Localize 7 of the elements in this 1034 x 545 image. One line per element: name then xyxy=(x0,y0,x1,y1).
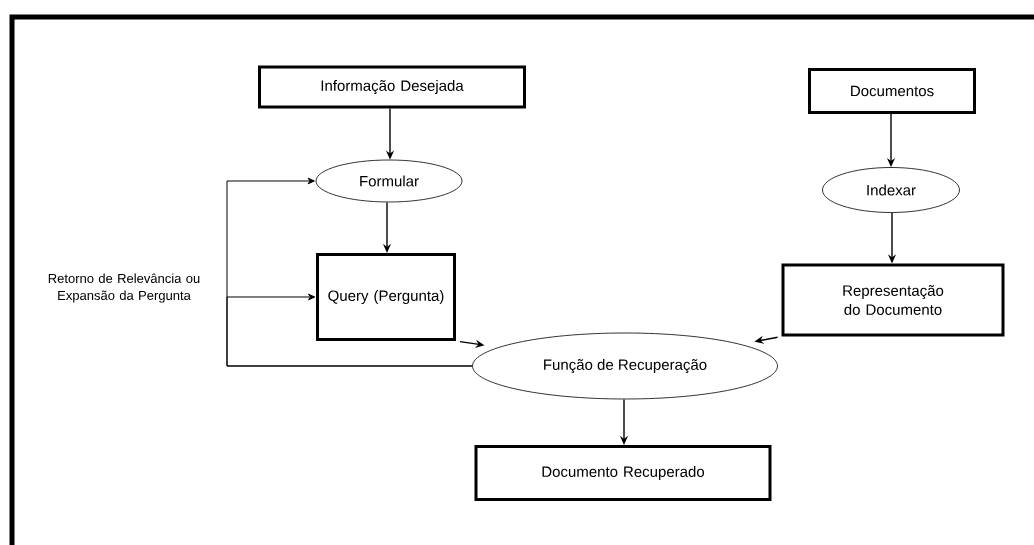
process-box: Documentos xyxy=(808,68,976,114)
process-box: Informação Desejada xyxy=(258,65,526,109)
process-box: Query (Pergunta) xyxy=(316,253,456,341)
process-box: Representação do Documento xyxy=(781,263,1005,337)
feedback-label: Retorno de Relevância ou Expansão da Pergunta xyxy=(48,273,200,303)
feedback-arrow xyxy=(226,293,473,367)
process-box: Documento Recuperado xyxy=(474,445,772,501)
